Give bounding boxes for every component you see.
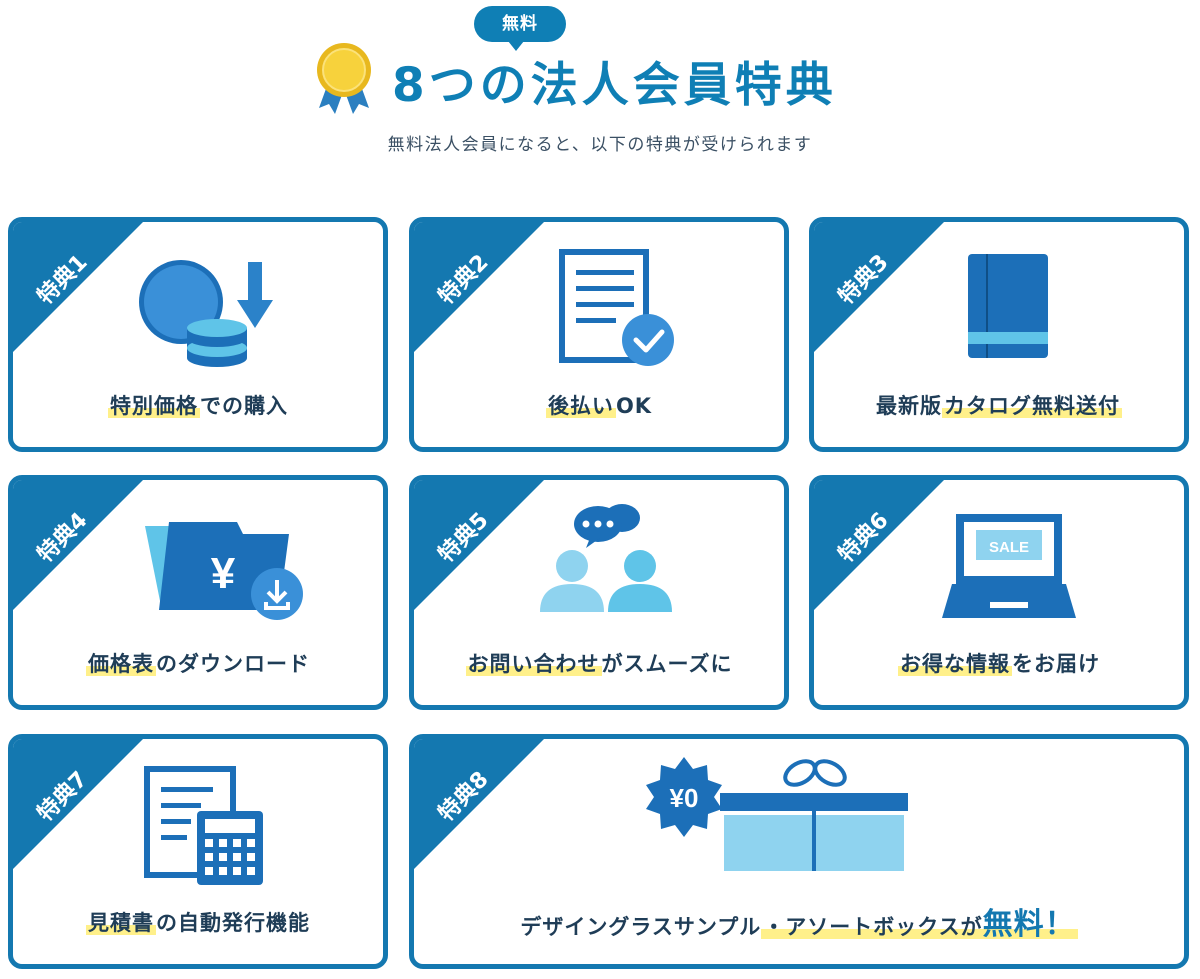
coin-price-icon: [139, 260, 273, 367]
folder-yen-download-icon: ¥: [145, 522, 303, 620]
chat-people-icon: [540, 504, 672, 612]
svg-text:¥: ¥: [211, 549, 236, 598]
ribbon: [13, 480, 143, 610]
benefit-label: 特別価格での購入: [108, 394, 288, 418]
benefit-label: 見積書の自動発行機能: [86, 911, 310, 935]
benefit-card-2: 特典2 後払いOK: [409, 217, 789, 452]
benefit-label: 最新版カタログ無料送付: [876, 394, 1122, 418]
ribbon: [13, 222, 143, 352]
ribbon: [414, 222, 544, 352]
page-title: 8つの法人会員特典: [392, 58, 837, 113]
benefit-label: お得な情報をお届け: [898, 652, 1100, 676]
benefit-label: お問い合わせがスムーズに: [465, 652, 733, 676]
medal-icon: [317, 43, 371, 114]
document-check-icon: [559, 249, 674, 366]
calculator-keys: [205, 839, 255, 875]
ribbon: [814, 222, 944, 352]
ribbon: [414, 480, 544, 610]
svg-text:¥0: ¥0: [670, 783, 699, 813]
benefit-label: 後払いOK: [545, 394, 653, 418]
benefit-card-8: 特典8 ¥0 デザイングラスサンプル・アソートボックスが無料！: [409, 734, 1189, 969]
header: 無料 8つの法人会員特典 無料法人会員になると、以下の特典が受けられます: [0, 0, 1200, 170]
free-badge: 無料: [474, 6, 566, 51]
catalog-book-icon: [968, 254, 1048, 358]
calculator-document-icon: [144, 766, 263, 885]
ribbon: [814, 480, 944, 610]
page-subtitle: 無料法人会員になると、以下の特典が受けられます: [387, 135, 813, 155]
ribbon: [13, 739, 143, 869]
benefit-card-1: 特典1 特別価格での購入: [8, 217, 388, 452]
gift-box-icon: ¥0: [646, 757, 908, 871]
benefit-label: デザイングラスサンプル・アソートボックスが無料！: [520, 907, 1078, 942]
benefit-card-3: 特典3 最新版カタログ無料送付: [809, 217, 1189, 452]
benefit-card-7: 特典7 見積書の自動発行機能: [8, 734, 388, 969]
laptop-sale-icon: SALE: [942, 514, 1076, 618]
benefit-card-4: 特典4 ¥ 価格表のダウンロード: [8, 475, 388, 710]
benefit-label: 価格表のダウンロード: [86, 652, 310, 676]
benefit-card-6: 特典6 SALE お得な情報をお届け: [809, 475, 1189, 710]
svg-text:SALE: SALE: [989, 539, 1029, 556]
ribbon: [414, 739, 544, 869]
benefit-card-5: 特典5 お問い合わせがスムーズに: [409, 475, 789, 710]
